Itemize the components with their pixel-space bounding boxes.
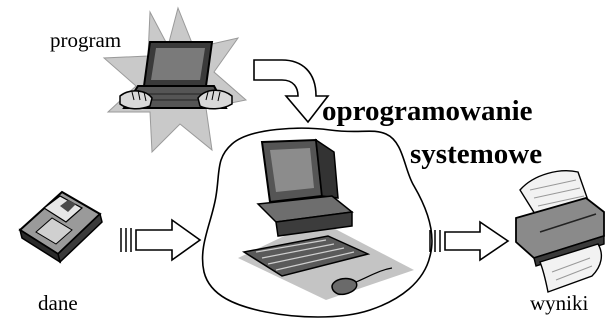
striped-arrow-icon <box>429 220 510 262</box>
laptop-with-hands-icon <box>119 41 233 110</box>
system-software-title-line1: oprogramowanie <box>322 95 533 127</box>
curved-arrow-icon <box>253 59 330 124</box>
system-software-title-line2: systemowe <box>410 138 543 170</box>
printer-icon <box>515 170 605 293</box>
output-results-label: wyniki <box>530 291 589 315</box>
desktop-computer-icon <box>238 138 414 300</box>
program-label: program <box>50 28 122 52</box>
floppy-disk-icon <box>18 190 103 264</box>
striped-arrow-icon <box>120 218 202 262</box>
input-data-label: dane <box>38 291 78 315</box>
